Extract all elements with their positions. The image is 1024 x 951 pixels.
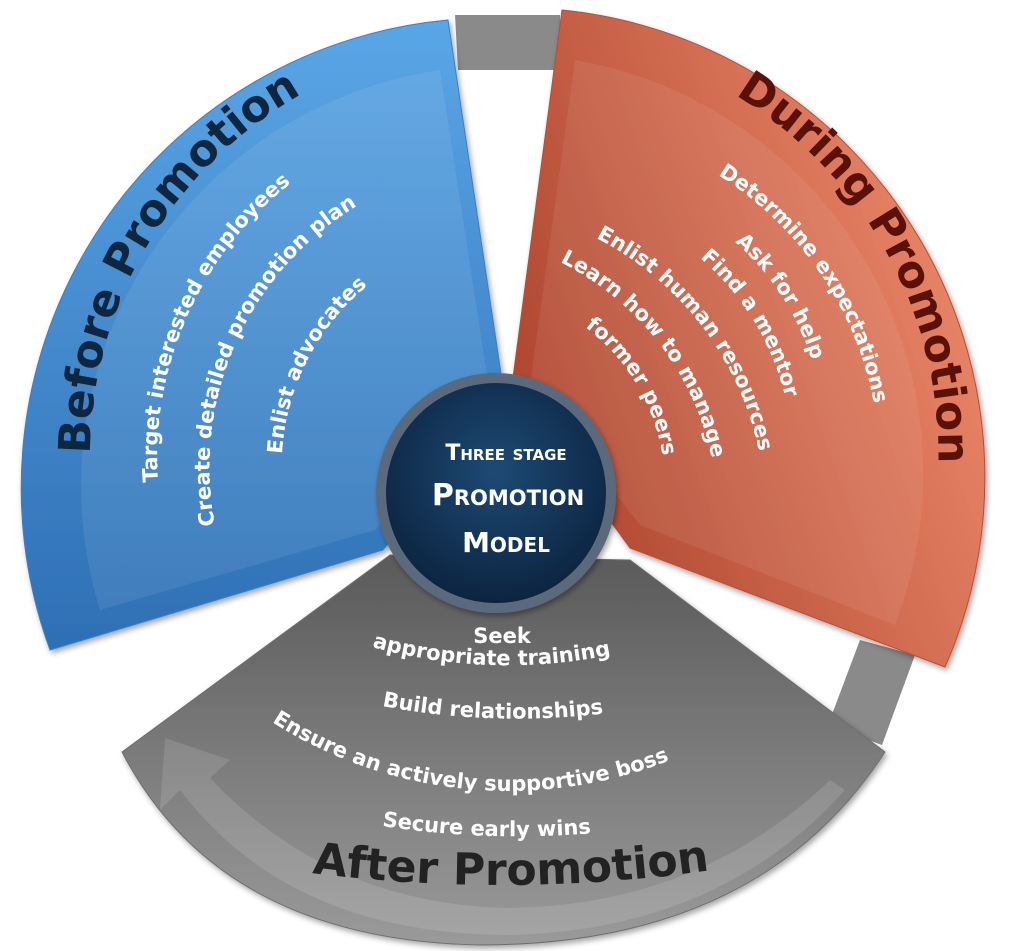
segment-after <box>121 554 886 946</box>
after-item-1a: Seek <box>473 624 532 648</box>
hub-line-1: Three stage <box>445 441 566 466</box>
hub-line-2: Promotion <box>432 478 584 513</box>
ring-right <box>828 640 915 745</box>
hub <box>386 383 606 603</box>
segment-after-arrow <box>160 738 845 935</box>
hub-line-3: Model <box>462 526 550 559</box>
segment-during <box>511 9 986 668</box>
segment-during-inner <box>530 60 924 625</box>
ring-top <box>455 15 560 70</box>
